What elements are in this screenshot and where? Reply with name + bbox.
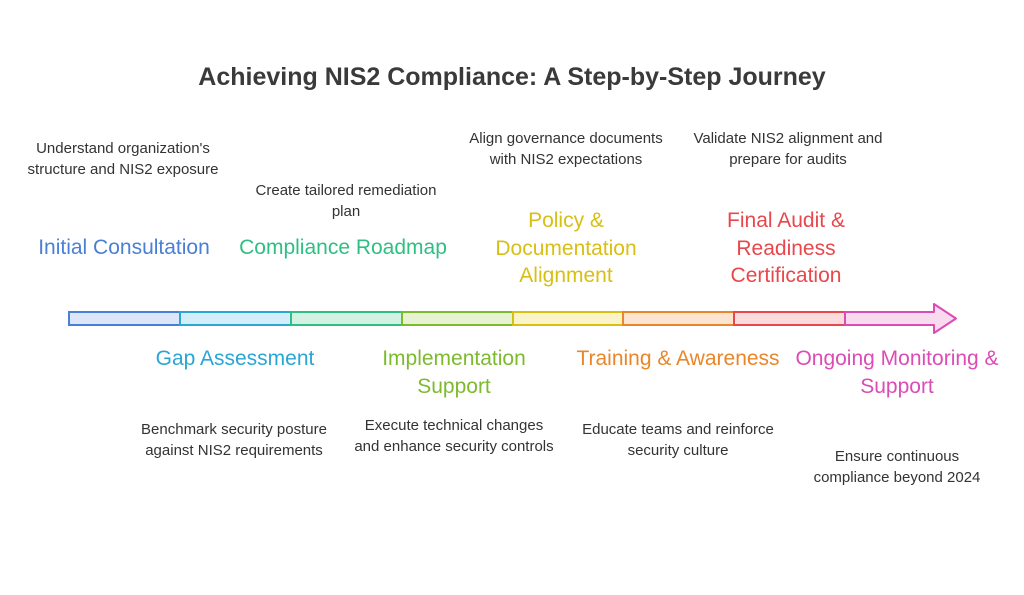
step-2-title: Gap Assessment [155,347,315,370]
step-8-title: Ongoing Monitoring & Support [795,347,999,398]
step-8-description: Ensure continuous compliance beyond 2024 [813,448,981,486]
step-6-title: Training & Awareness [576,347,780,370]
timeline-segment-6 [622,311,735,326]
timeline-segment-1 [68,311,181,326]
step-1-title: Initial Consultation [38,236,210,259]
step-3-title: Compliance Roadmap [239,236,447,259]
step-4-title: Implementation Support [382,347,526,398]
step-4-description: Execute technical changes and enhance se… [354,417,554,455]
step-2-description: Benchmark security posture against NIS2 … [141,421,327,459]
timeline-segment-5 [512,311,624,326]
step-5-description: Align governance documents with NIS2 exp… [469,130,663,168]
timeline-arrow-head [844,303,957,334]
step-7-description: Validate NIS2 alignment and prepare for … [693,130,883,168]
timeline-segment-7 [733,311,846,326]
step-6-description: Educate teams and reinforce security cul… [582,421,774,459]
step-3-description: Create tailored remediation plan [255,182,437,220]
step-5-title: Policy & Documentation Alignment [495,209,637,287]
page-title: Achieving NIS2 Compliance: A Step-by-Ste… [198,63,826,91]
timeline-segment-2 [179,311,292,326]
step-1-description: Understand organization's structure and … [27,140,219,178]
timeline-segment-3 [290,311,403,326]
step-7-title: Final Audit & Readiness Certification [727,209,845,287]
timeline-segment-4 [401,311,514,326]
